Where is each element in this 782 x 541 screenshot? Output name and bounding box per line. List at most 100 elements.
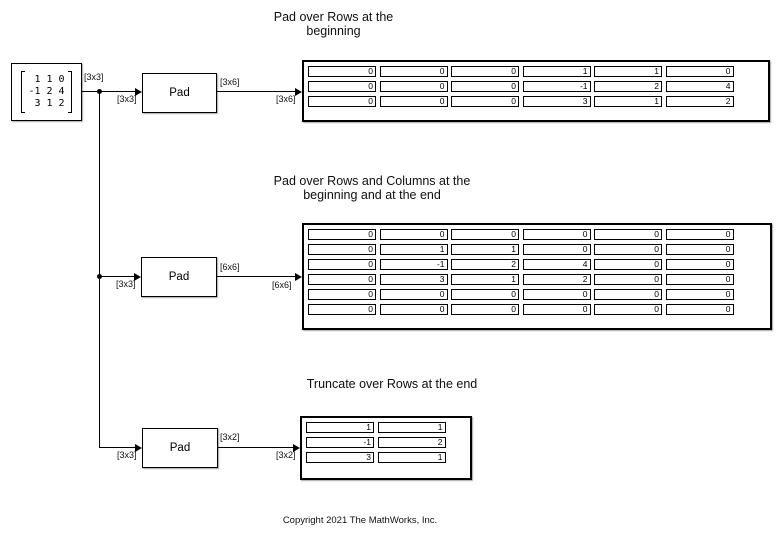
- display-cell: 0: [308, 81, 376, 92]
- pad-block-3[interactable]: Pad: [142, 428, 218, 468]
- display-cell: 0: [451, 304, 519, 315]
- matrix-values: 1 1 0 -1 2 4 3 1 2: [25, 74, 67, 110]
- wire-branch-to-pad2: [99, 275, 135, 278]
- signal-label-pad1-out: [3x6]: [220, 77, 240, 87]
- annotation-title-truncate-rows[interactable]: Truncate over Rows at the end: [306, 377, 478, 391]
- display-cell: 2: [594, 81, 662, 92]
- display-cell: 1: [594, 66, 662, 77]
- signal-label-const-out: [3x3]: [84, 72, 104, 82]
- display-cell: 4: [665, 81, 734, 92]
- display-cell: 0: [594, 229, 662, 240]
- display-cell: 1: [377, 422, 446, 433]
- signal-label-disp1-in: [3x6]: [276, 94, 296, 104]
- display-cell: 0: [379, 81, 448, 92]
- display-cell: 1: [377, 452, 446, 463]
- display-cell: 0: [665, 229, 734, 240]
- display-cell: -1: [306, 437, 374, 448]
- display-cell: 1: [306, 422, 374, 433]
- pad-block-1[interactable]: Pad: [142, 73, 217, 113]
- pad-block-2-label: Pad: [168, 271, 190, 283]
- matrix-row: 1 1 0: [28, 74, 65, 85]
- matrix-row: 3 1 2: [28, 98, 65, 109]
- display-cell: 0: [308, 289, 376, 300]
- display-cell: 4: [522, 259, 591, 270]
- display-cell: 0: [594, 259, 662, 270]
- display-cell: 0: [308, 304, 376, 315]
- signal-label-pad1-in: [3x3]: [117, 94, 137, 104]
- display-cell: 0: [522, 289, 591, 300]
- display-cell: 0: [379, 289, 448, 300]
- display-cell: 0: [451, 81, 519, 92]
- display-cell: 0: [522, 229, 591, 240]
- display-cell: 3: [379, 274, 448, 285]
- signal-label-pad2-in: [3x3]: [116, 279, 136, 289]
- display-cell: 0: [665, 259, 734, 270]
- display-cell: 0: [379, 229, 448, 240]
- display-cell: 1: [594, 96, 662, 107]
- copyright-annotation[interactable]: Copyright 2021 The MathWorks, Inc.: [282, 515, 438, 526]
- display-cell: 2: [522, 274, 591, 285]
- display-cell: 0: [451, 289, 519, 300]
- wire-pad1-to-display1: [217, 90, 296, 93]
- display-cell: 0: [308, 96, 376, 107]
- signal-label-disp2-in: [6x6]: [272, 280, 292, 290]
- display-cell: 0: [308, 259, 376, 270]
- signal-label-disp3-in: [3x2]: [276, 450, 296, 460]
- display-cell: 1: [522, 66, 591, 77]
- constant-matrix-content: 1 1 0 -1 2 4 3 1 2: [12, 64, 81, 120]
- display-cell: 0: [594, 244, 662, 255]
- display-cell: 0: [379, 66, 448, 77]
- branch-dot: [97, 89, 102, 94]
- wire-pad3-to-display3: [218, 446, 294, 449]
- annotation-title-pad-rows-columns[interactable]: Pad over Rows and Columns at the beginni…: [273, 174, 471, 202]
- wire-branch-vertical: [98, 91, 101, 448]
- display-cell: 0: [665, 304, 734, 315]
- display-cell: 0: [522, 244, 591, 255]
- arrowhead-into-pad2-icon: [134, 272, 141, 281]
- display-cell: 0: [665, 274, 734, 285]
- display-cell: -1: [522, 81, 591, 92]
- pad-block-3-label: Pad: [169, 442, 191, 454]
- display-cell: 0: [451, 66, 519, 77]
- arrowhead-into-display1-icon: [295, 87, 302, 96]
- arrowhead-into-display2-icon: [295, 272, 302, 281]
- annotation-title-pad-rows-beginning[interactable]: Pad over Rows at the beginning: [273, 10, 394, 38]
- display-cell: -1: [379, 259, 448, 270]
- matrix-bracket-right-icon: [67, 71, 72, 113]
- display-cell: 1: [451, 244, 519, 255]
- display-cell: 3: [306, 452, 374, 463]
- arrowhead-into-pad3-icon: [135, 443, 142, 452]
- wire-pad2-to-display2: [217, 275, 296, 278]
- display-cell: 2: [377, 437, 446, 448]
- display-cell: 2: [451, 259, 519, 270]
- matrix-row: -1 2 4: [28, 86, 65, 97]
- display-cell: 0: [379, 304, 448, 315]
- display-cell: 0: [665, 289, 734, 300]
- display-cell: 0: [665, 66, 734, 77]
- display-cell: 0: [665, 244, 734, 255]
- signal-label-pad3-out: [3x2]: [220, 432, 240, 442]
- display-cell: 0: [594, 289, 662, 300]
- display-cell: 1: [379, 244, 448, 255]
- display-cell: 3: [522, 96, 591, 107]
- signal-label-pad3-in: [3x3]: [117, 450, 137, 460]
- display-cell: 2: [665, 96, 734, 107]
- display-cell: 0: [308, 229, 376, 240]
- display-cell: 0: [451, 96, 519, 107]
- display-cell: 0: [451, 229, 519, 240]
- wire-constant-to-pad1: [82, 90, 136, 93]
- display-cell: 0: [594, 274, 662, 285]
- pad-block-2[interactable]: Pad: [141, 257, 217, 297]
- display-cell: 0: [308, 274, 376, 285]
- constant-matrix-block[interactable]: 1 1 0 -1 2 4 3 1 2: [11, 63, 82, 121]
- wire-branch-to-pad3: [99, 446, 136, 449]
- display-cell: 0: [522, 304, 591, 315]
- display-cell: 0: [308, 66, 376, 77]
- pad-block-1-label: Pad: [169, 87, 190, 99]
